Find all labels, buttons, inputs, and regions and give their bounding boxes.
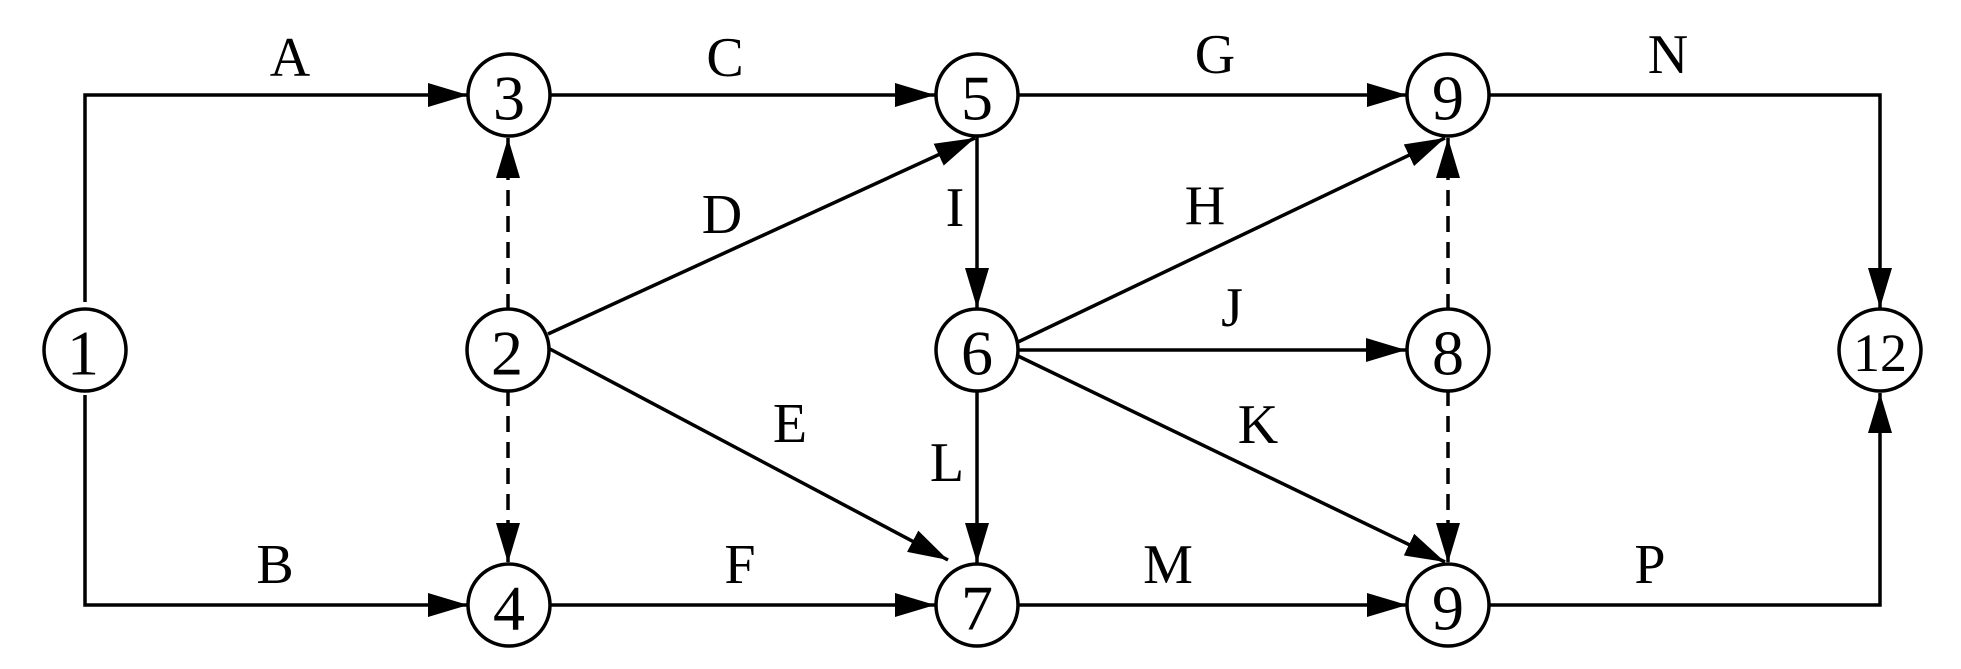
node-6: 6	[934, 307, 1020, 393]
activity-label-a: A	[270, 27, 311, 89]
node-5: 5	[934, 52, 1020, 138]
node-12-label: 12	[1853, 323, 1907, 383]
node-4: 4	[466, 562, 552, 648]
edge-e	[547, 346, 949, 562]
node-2: 2	[465, 307, 551, 393]
node-6-label: 6	[961, 318, 993, 389]
node-7: 7	[934, 562, 1020, 648]
node-9-top: 9	[1405, 52, 1491, 138]
edge-k	[1017, 354, 1446, 564]
node-5-label: 5	[961, 63, 993, 134]
activity-label-b: B	[256, 534, 293, 596]
node-1-label: 1	[67, 318, 99, 389]
activity-label-i: I	[946, 177, 965, 239]
node-12: 12	[1837, 307, 1923, 393]
activity-label-m: M	[1143, 534, 1193, 596]
node-9-top-label: 9	[1432, 63, 1464, 134]
activity-label-e: E	[773, 393, 807, 455]
node-8: 8	[1405, 307, 1491, 393]
activity-label-g: G	[1195, 24, 1235, 86]
node-9-bottom: 9	[1405, 562, 1491, 648]
node-3: 3	[466, 52, 552, 138]
node-1: 1	[42, 307, 128, 393]
node-3-label: 3	[493, 63, 525, 134]
node-2-label: 2	[491, 318, 523, 389]
edge-n	[1488, 93, 1892, 308]
activity-label-f: F	[724, 534, 755, 596]
activity-label-k: K	[1238, 394, 1278, 456]
edge-h	[1017, 136, 1446, 344]
node-4-label: 4	[493, 573, 525, 644]
edge-b	[83, 395, 468, 617]
activity-label-n: N	[1648, 24, 1688, 86]
node-7-label: 7	[961, 573, 993, 644]
node-9-bottom-label: 9	[1432, 573, 1464, 644]
activity-label-c: C	[706, 27, 743, 89]
activity-label-j: J	[1221, 277, 1243, 339]
activity-label-d: D	[702, 184, 742, 246]
edge-p	[1488, 393, 1892, 607]
activity-label-l: L	[930, 432, 964, 494]
node-8-label: 8	[1432, 318, 1464, 389]
edge-a	[83, 83, 468, 302]
activity-label-p: P	[1634, 534, 1665, 596]
activity-label-h: H	[1185, 175, 1225, 237]
edge-d	[547, 136, 976, 336]
